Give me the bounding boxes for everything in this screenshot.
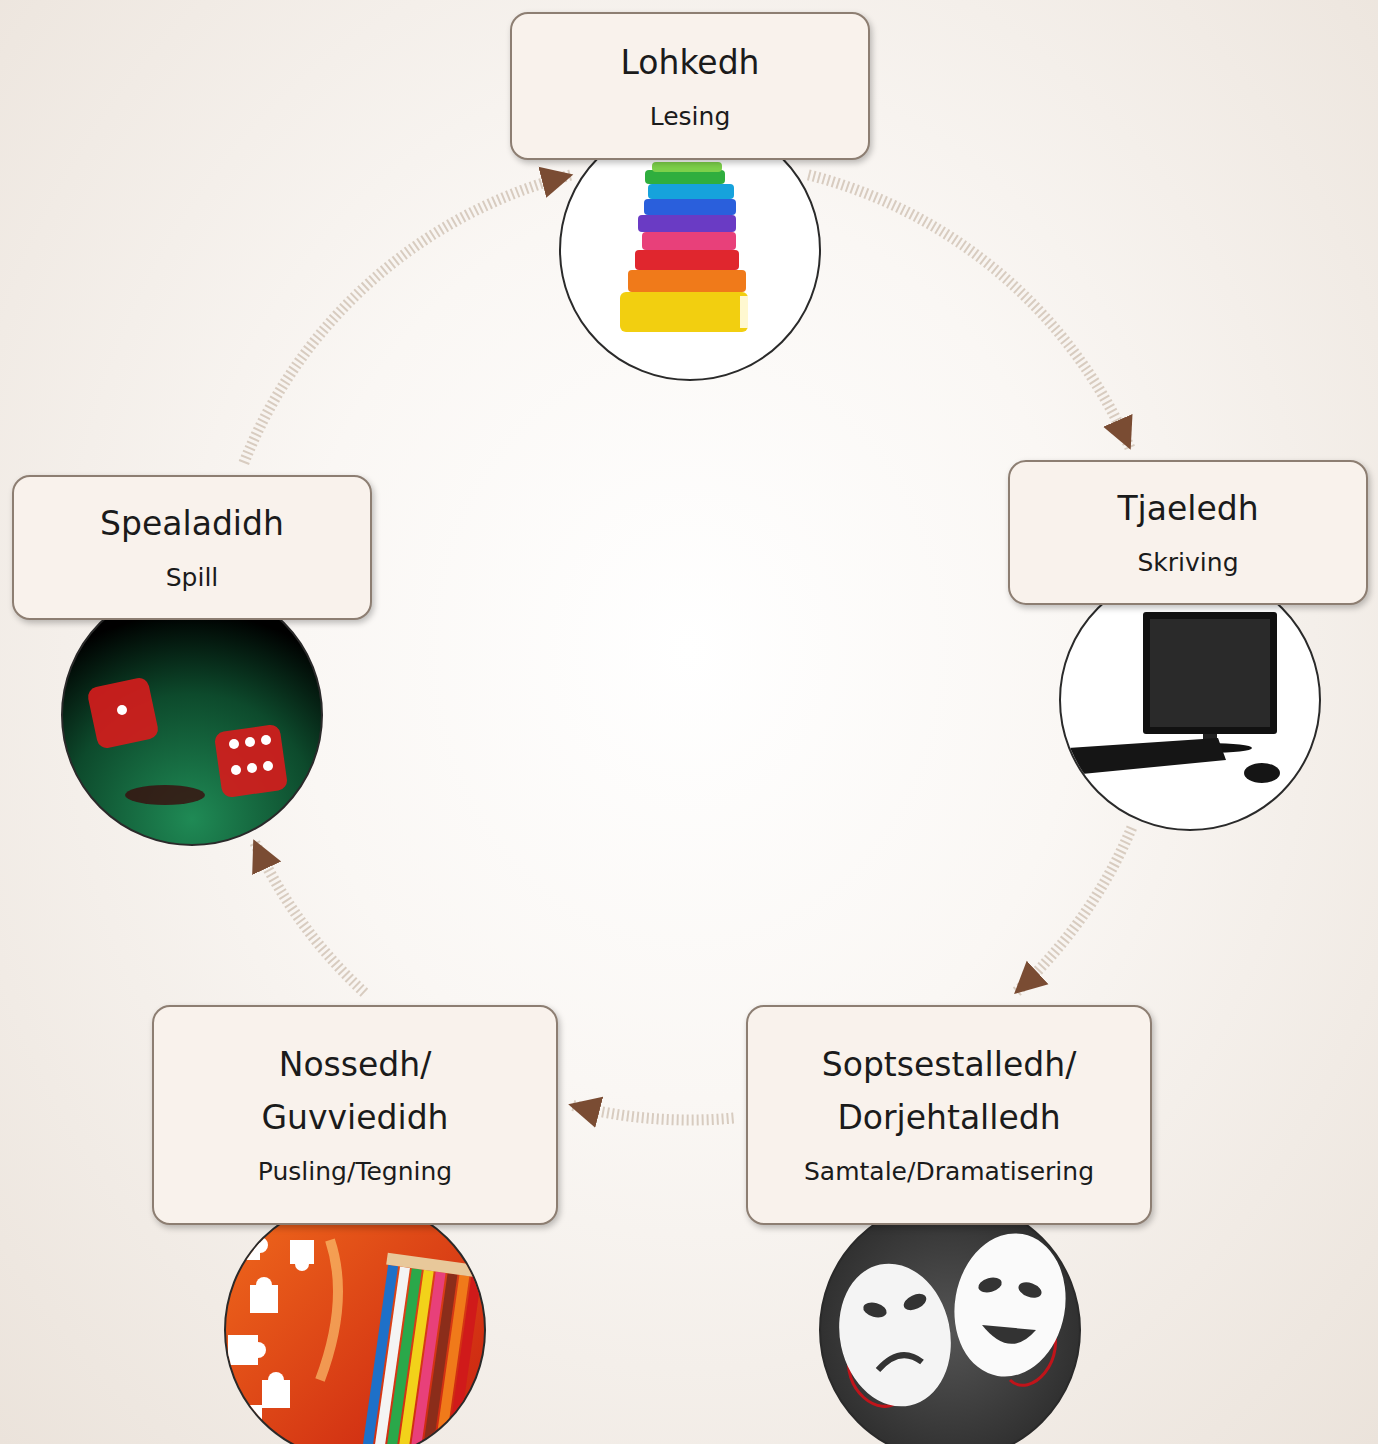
pencils [358,1253,485,1444]
activity-box: LohkedhLesing [510,12,870,160]
picture-circle [62,585,322,845]
activity-title: Spealadidh [100,498,284,551]
die-pips [229,735,273,775]
activity-box: TjaeledhSkriving [1008,460,1368,605]
cycle-arrow [254,841,364,993]
mask-eye [901,1291,929,1314]
activity-subtitle: Lesing [650,98,731,136]
cycle-arrow [1016,828,1132,993]
activity-box: SpealadidhSpill [12,475,372,620]
activity-box: Nossedh/ GuvviedidhPusling/Tegning [152,1005,558,1225]
book [645,170,725,184]
masks-picture [820,1200,1080,1444]
activity-subtitle: Skriving [1137,544,1238,582]
book [620,292,748,332]
activity-box: Soptsestalledh/ DorjehtalledhSamtale/Dra… [746,1005,1152,1225]
dice-shadow [125,785,205,805]
book-pages [740,296,748,328]
puzzle-pieces [228,1230,338,1431]
mouse [1244,763,1280,783]
book [648,184,734,199]
mask-mouth [982,1325,1036,1344]
book [652,162,722,172]
puzzle-pencils-picture [225,1200,485,1444]
book [642,232,736,250]
activity-title: Tjaeledh [1117,483,1258,536]
monitor-screen [1150,619,1270,727]
mask-mouth [878,1355,922,1370]
happy-mask [943,1225,1076,1386]
mask-eye [1016,1279,1043,1300]
cycle-arrow [244,175,572,463]
die [86,676,160,750]
activity-subtitle: Spill [166,559,219,597]
picture-circle [820,1200,1080,1444]
computer-picture [1060,570,1320,830]
picture-circle [1060,570,1320,830]
book [638,215,736,232]
mask-eye [862,1300,889,1320]
die-pip [117,705,127,715]
cycle-arrow [570,1105,733,1120]
monitor [1143,612,1277,734]
activity-title: Nossedh/ Guvviedidh [205,1039,505,1145]
keyboard [1068,738,1226,774]
activity-subtitle: Pusling/Tegning [258,1153,452,1191]
book [635,250,739,270]
cycle-arrow [808,175,1130,448]
dice-picture [62,585,322,845]
die [214,724,289,799]
activity-title: Lohkedh [620,37,759,90]
book [628,270,746,292]
book [644,199,736,215]
mask-eye [977,1275,1004,1295]
sad-mask [826,1253,964,1417]
activity-subtitle: Samtale/Dramatisering [804,1153,1094,1191]
activity-title: Soptsestalledh/ Dorjehtalledh [799,1039,1099,1145]
